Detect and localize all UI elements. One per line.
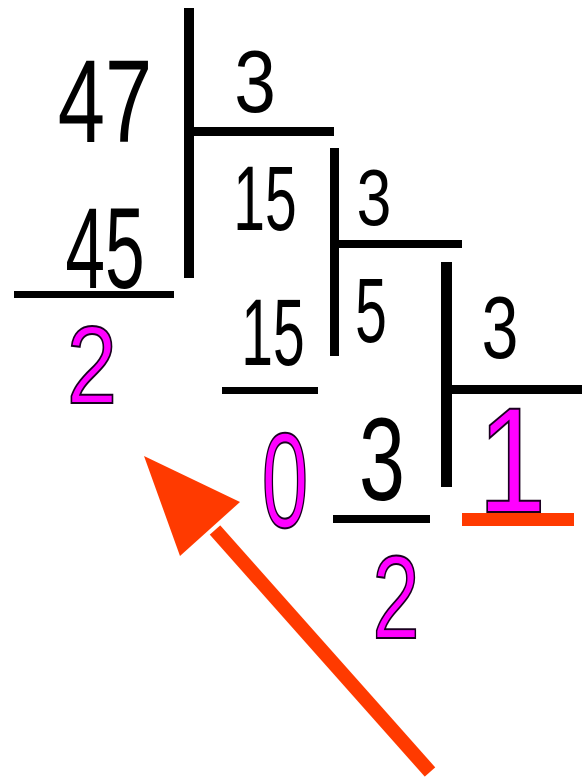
step3-subtrahend: 3 (359, 393, 405, 525)
step2-subtraction-line (222, 387, 318, 394)
final-quotient-underline (462, 513, 574, 526)
step3-divisor: 3 (482, 280, 519, 377)
step2-vertical-bar (330, 148, 339, 356)
step2-divisor: 3 (357, 154, 392, 243)
step3-vertical-bar (441, 262, 452, 487)
step1-quotient-bar (184, 127, 334, 136)
step1-remainder: 2 (67, 305, 117, 427)
step3-dividend: 5 (355, 260, 387, 362)
arrow-up-left-icon (144, 456, 436, 777)
step2-remainder: 0 (262, 404, 309, 555)
step1-divisor: 3 (234, 33, 276, 131)
step2-quotient-bar (330, 240, 462, 248)
step2-dividend: 15 (233, 148, 296, 250)
step3-subtraction-line (333, 515, 430, 523)
step1-subtraction-line (14, 291, 174, 298)
step2-subtrahend: 15 (241, 279, 304, 386)
step3-remainder: 2 (372, 531, 419, 663)
step3-quotient-bar (441, 385, 582, 394)
step1-vertical-bar (184, 8, 194, 278)
step1-dividend: 47 (58, 35, 152, 167)
